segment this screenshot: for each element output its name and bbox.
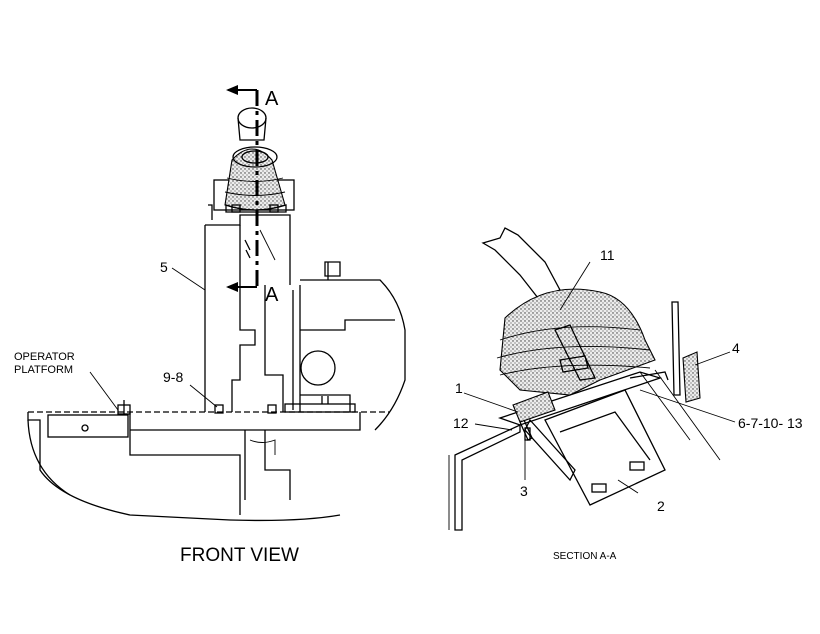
callout-11: 11 bbox=[600, 247, 615, 263]
arrow-left-icon bbox=[226, 282, 238, 292]
fastener-stack bbox=[512, 391, 556, 441]
callout-5: 5 bbox=[160, 259, 168, 275]
console-housing bbox=[284, 261, 406, 431]
section-boot bbox=[496, 288, 656, 396]
joystick-boot bbox=[224, 107, 287, 213]
section-cut-line bbox=[226, 85, 259, 292]
callout-2: 2 bbox=[657, 498, 665, 514]
section-mark-top: A bbox=[265, 88, 279, 110]
section-a-a-view: 11 4 1 12 6-7-10- 13 3 2 SECTION A-A bbox=[448, 227, 803, 562]
operator-platform bbox=[27, 411, 390, 522]
section-mark-bottom: A bbox=[265, 284, 279, 306]
operator-platform-label-line2: PLATFORM bbox=[14, 364, 73, 376]
joystick-handle bbox=[481, 227, 561, 299]
callout-3: 3 bbox=[520, 483, 528, 499]
front-view: A A 5 9-8 OPERATOR PLATFORM FRONT VIEW bbox=[14, 85, 406, 566]
section-leader-lines bbox=[463, 261, 736, 494]
front-view-title: FRONT VIEW bbox=[180, 545, 299, 566]
callout-12: 12 bbox=[453, 415, 469, 431]
arrow-left-icon bbox=[226, 85, 238, 95]
section-view-title: SECTION A-A bbox=[553, 551, 617, 562]
operator-platform-label-line1: OPERATOR bbox=[14, 351, 75, 363]
control-column bbox=[204, 179, 295, 412]
callout-9-8: 9-8 bbox=[163, 369, 183, 385]
bracket bbox=[448, 423, 521, 531]
callout-1: 1 bbox=[455, 380, 463, 396]
leader-lines bbox=[89, 267, 218, 411]
callout-4: 4 bbox=[732, 340, 740, 356]
callout-6-7-10-13: 6-7-10- 13 bbox=[738, 415, 803, 431]
